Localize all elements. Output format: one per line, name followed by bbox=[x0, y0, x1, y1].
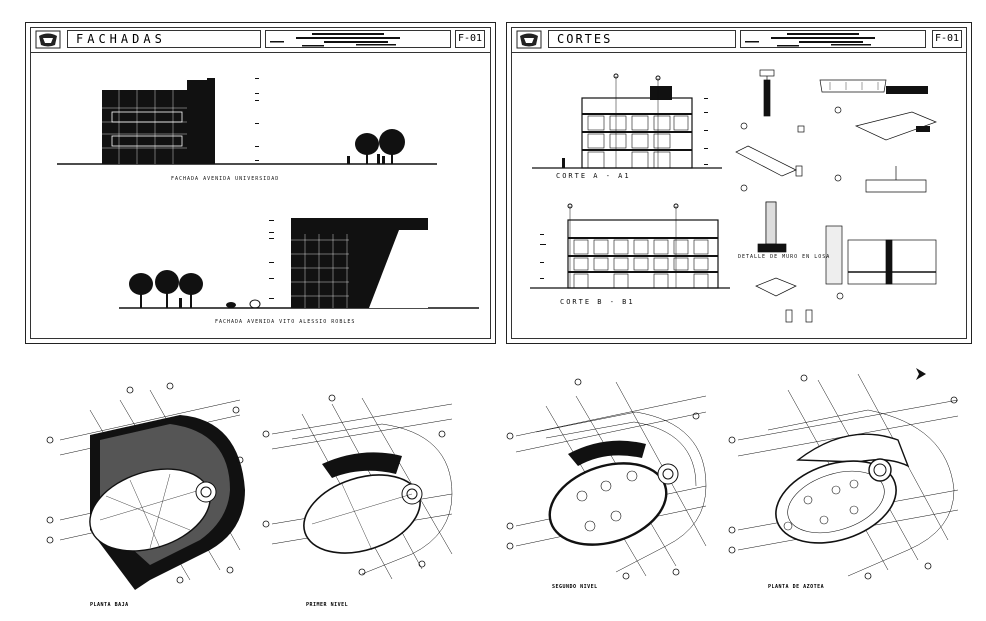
sheet-cortes: CORTES F-01 bbox=[506, 22, 972, 344]
caption-fachada-vito-alessio: FACHADA AVENIDA VITO ALESSIO ROBLES bbox=[215, 319, 356, 325]
caption-detalle-muro: DETALLE DE MURO EN LOSA bbox=[738, 254, 831, 260]
sheet-number: F-01 bbox=[455, 30, 485, 48]
logo-icon bbox=[35, 30, 61, 49]
primer-nivel-drawing bbox=[262, 394, 453, 580]
caption-primer-nivel: PRIMER NIVEL bbox=[306, 602, 349, 608]
sheet-number: F-01 bbox=[932, 30, 962, 48]
title-info-box bbox=[740, 30, 926, 48]
caption-corte-a: CORTE A - A1 bbox=[556, 172, 631, 180]
title-info-box bbox=[265, 30, 451, 48]
construction-details bbox=[735, 69, 937, 323]
corte-a-drawing bbox=[532, 73, 722, 169]
sheet-frame: FACHADAS F-01 bbox=[30, 27, 491, 339]
segundo-nivel-drawing bbox=[506, 378, 707, 580]
sheet-title: FACHADAS bbox=[67, 30, 261, 48]
title-block: CORTES F-01 bbox=[512, 28, 966, 53]
planta-azotea-drawing bbox=[728, 373, 959, 580]
caption-planta-azotea: PLANTA DE AZOTEA bbox=[768, 584, 825, 590]
corte-b-drawing bbox=[530, 203, 730, 289]
sheet-frame: CORTES F-01 bbox=[511, 27, 967, 339]
caption-segundo-nivel: SEGUNDO NIVEL bbox=[552, 584, 598, 590]
planta-baja-drawing bbox=[46, 382, 245, 590]
fachada-universidad-drawing bbox=[57, 78, 437, 165]
sheet-fachadas: FACHADAS F-01 bbox=[25, 22, 496, 344]
fachada-vito-alessio-drawing bbox=[119, 218, 479, 309]
caption-corte-b: CORTE B - B1 bbox=[560, 298, 635, 306]
sheet-title: CORTES bbox=[548, 30, 736, 48]
caption-fachada-universidad: FACHADA AVENIDA UNIVERSIDAD bbox=[171, 176, 280, 182]
logo-icon bbox=[516, 30, 542, 49]
caption-planta-baja: PLANTA BAJA bbox=[90, 602, 129, 608]
title-block: FACHADAS F-01 bbox=[31, 28, 490, 53]
compass-icon bbox=[916, 368, 926, 380]
